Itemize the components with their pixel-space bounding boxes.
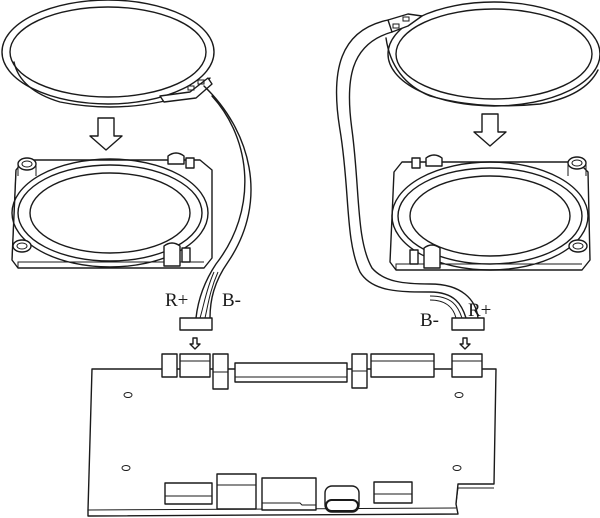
circuit-board <box>87 353 497 517</box>
right-coil-ring <box>385 1 600 107</box>
left-negative-label: B- <box>222 290 241 311</box>
board-component-1 <box>164 482 213 505</box>
mounting-hole <box>121 465 131 471</box>
left-insert-arrow-icon <box>89 117 123 151</box>
board-header-long <box>234 362 348 383</box>
board-component-oval-switch <box>324 485 360 513</box>
board-connector-middle <box>351 353 435 389</box>
mounting-hole <box>123 392 133 398</box>
right-connect-arrow-icon <box>459 337 471 350</box>
mounting-hole <box>454 392 464 398</box>
board-component-3 <box>261 477 317 511</box>
right-positive-label: R+ <box>468 300 491 321</box>
right-negative-label: B- <box>420 310 439 331</box>
left-coil-ring <box>1 0 215 108</box>
right-cable-connector <box>451 317 485 331</box>
right-insert-arrow-icon <box>473 113 507 147</box>
board-component-5 <box>373 481 413 504</box>
left-cable-connector <box>179 317 213 331</box>
right-coil-cable <box>335 19 479 319</box>
left-positive-label: R+ <box>165 290 188 311</box>
left-connect-arrow-icon <box>189 337 201 350</box>
board-connector-left-coil <box>161 353 229 390</box>
mounting-hole <box>452 465 462 471</box>
left-coil-cable <box>195 85 252 319</box>
right-coil-frame <box>389 154 591 271</box>
board-connector-right-coil <box>451 353 483 378</box>
board-component-2 <box>216 473 257 510</box>
left-coil-frame <box>11 152 213 269</box>
